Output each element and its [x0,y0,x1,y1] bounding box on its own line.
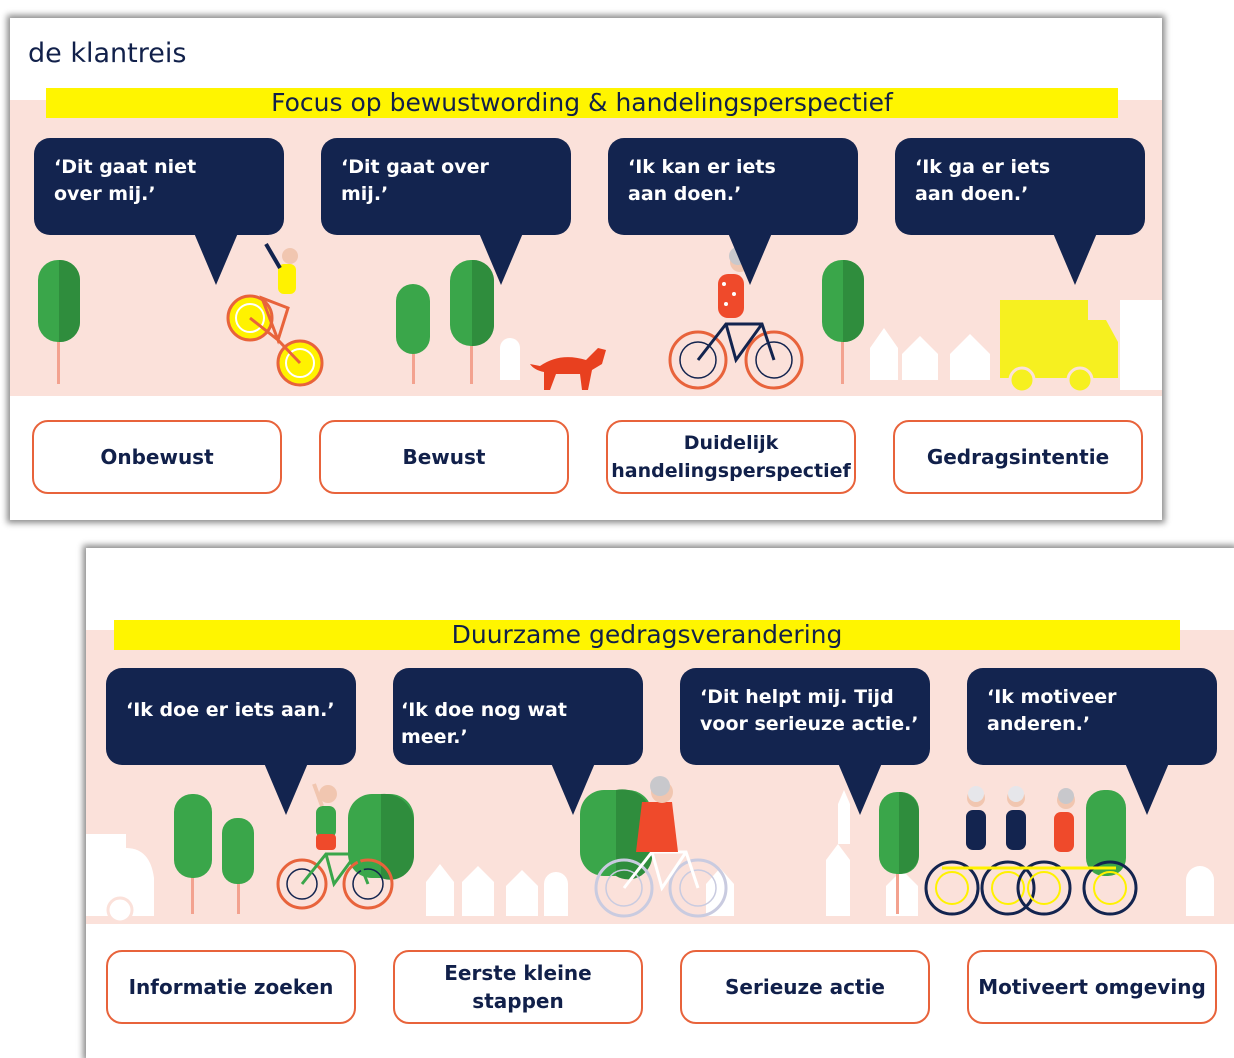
speech-bubble-tail [1125,763,1169,815]
speech-bubble-tail [194,233,238,285]
tree-icon [222,818,254,914]
street-scene [86,776,1214,924]
cyclist-wheelie-icon [226,242,324,387]
stage-onbewust: Onbewust [32,420,282,494]
speech-bubble-text: ‘Dit gaat niet over mij.’ [54,156,197,205]
speech-bubble-text: ‘Ik doe er iets aan.’ [126,699,335,721]
cyclist-icon [276,783,394,910]
truck-icon [1000,300,1118,394]
speech-bubble: ‘Ik kan er iets aan doen.’ [608,138,858,285]
speech-bubble-tail [264,763,308,815]
stage-handelingsperspectief: Duidelijk handelingsperspectief [606,420,856,494]
stage-bewust: Bewust [319,420,569,494]
page-title: de klantreis [28,38,187,69]
house-icon [1120,300,1162,390]
speech-bubble: ‘Dit helpt mij. Tijd voor serieuze actie… [680,668,930,815]
tree-icon [174,794,212,914]
house-icon [426,864,1214,916]
tree-icon [396,284,430,384]
street-scene [38,242,1162,394]
speech-bubble-text: ‘Ik ga er iets aan doen.’ [915,156,1051,205]
stage-motiveert-omgeving: Motiveert omgeving [967,950,1217,1024]
speech-bubble: ‘Ik motiveer anderen.’ [967,668,1217,815]
speech-bubble-tail [838,763,882,815]
speech-bubble: ‘Ik doe nog wat meer.’ [393,668,643,815]
speech-bubble-tail [728,233,772,285]
customer-journey-panel-awareness: de klantreis Focus op bewustwording & ha… [10,18,1162,520]
speech-bubble-tail [1053,233,1097,285]
truck-icon [86,834,154,924]
stage-gedragsintentie: Gedragsintentie [893,420,1143,494]
tree-icon [1086,790,1126,876]
stage-eerste-kleine-stappen: Eerste kleine stappen [393,950,643,1024]
tree-icon [38,259,81,384]
phase-banner: Duurzame gedragsverandering [114,620,1180,650]
dog-icon [530,348,606,390]
speech-bubble: ‘Ik doe er iets aan.’ [106,668,356,815]
stage-serieuze-actie: Serieuze actie [680,950,930,1024]
cyclist-group-icon [924,786,1138,916]
tree-icon [348,793,414,880]
customer-journey-panel-behaviour: Duurzame gedragsverandering [86,548,1234,1058]
speech-bubble: ‘Dit gaat over mij.’ [321,138,571,285]
phase-banner: Focus op bewustwording & handelingspersp… [46,88,1118,118]
speech-bubble: ‘Dit gaat niet over mij.’ [34,138,284,285]
speech-bubble-text: ‘Dit gaat over mij.’ [341,156,489,205]
speech-bubble-text: ‘Ik kan er iets aan doen.’ [628,156,776,205]
speech-bubble: ‘Ik ga er iets aan doen.’ [895,138,1145,285]
speech-bubble-tail [479,233,523,285]
speech-bubble-tail [551,763,595,815]
house-icon [500,328,990,380]
speech-bubble-text: ‘Ik doe nog wat meer.’ [401,699,567,748]
speech-bubble-text: ‘Ik motiveer anderen.’ [987,686,1117,735]
tree-icon [822,259,865,384]
cyclist-icon [594,776,728,918]
stage-informatie-zoeken: Informatie zoeken [106,950,356,1024]
speech-bubble-text: ‘Dit helpt mij. Tijd voor serieuze actie… [700,686,919,735]
tree-icon [879,792,919,914]
